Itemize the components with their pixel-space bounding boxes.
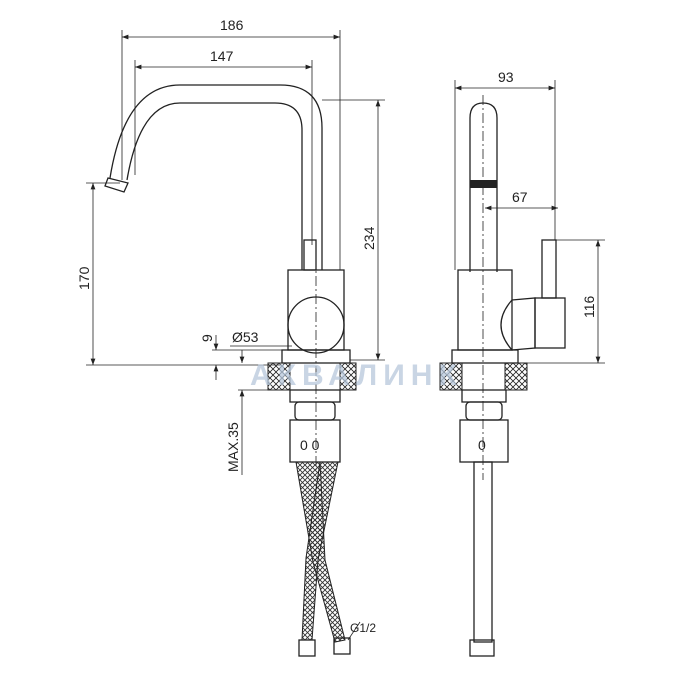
spout-inner (109, 84, 323, 270)
side-nut-marks: 0 (478, 437, 486, 453)
dim-116: 116 (581, 295, 597, 318)
thread-label: G1/2 (350, 621, 376, 635)
dim-147: 147 (210, 48, 234, 64)
front-dimensions: 186 147 234 170 9 Ø53 MAX.35 (76, 17, 385, 475)
side-handle-lever (541, 239, 557, 299)
handle-rod (303, 239, 317, 271)
nut-marks: 0 0 (300, 437, 320, 453)
countertop-left (267, 362, 291, 391)
side-handle-joint (500, 297, 536, 351)
spout-tip (104, 177, 129, 193)
dim-170: 170 (76, 266, 92, 290)
side-view: 0 (439, 95, 566, 657)
side-spout (469, 102, 498, 272)
dim-93: 93 (498, 69, 514, 85)
side-dimensions: 93 67 116 (454, 69, 605, 364)
dim-9: 9 (199, 334, 215, 342)
side-countertop-left (439, 362, 463, 391)
hose-fitting-2 (333, 637, 351, 655)
dim-234: 234 (361, 226, 377, 250)
dim-67: 67 (512, 189, 528, 205)
dim-186: 186 (220, 17, 244, 33)
countertop-right (339, 362, 357, 391)
dim-max-35: MAX.35 (225, 422, 241, 472)
side-countertop-right (504, 362, 528, 391)
side-hose-fitting (469, 639, 495, 657)
side-hose (473, 461, 493, 643)
spout-outer (126, 102, 303, 270)
side-handle-hub (534, 297, 566, 349)
hose-fitting-1 (298, 639, 316, 657)
handle-hub (287, 296, 345, 354)
side-spout-band (470, 180, 497, 188)
watermark-text: АКВАЛИНК (250, 359, 463, 392)
dim-diameter-53: Ø53 (232, 329, 259, 345)
front-view: 0 0 G1/2 (104, 84, 376, 657)
base-plate (281, 349, 351, 364)
